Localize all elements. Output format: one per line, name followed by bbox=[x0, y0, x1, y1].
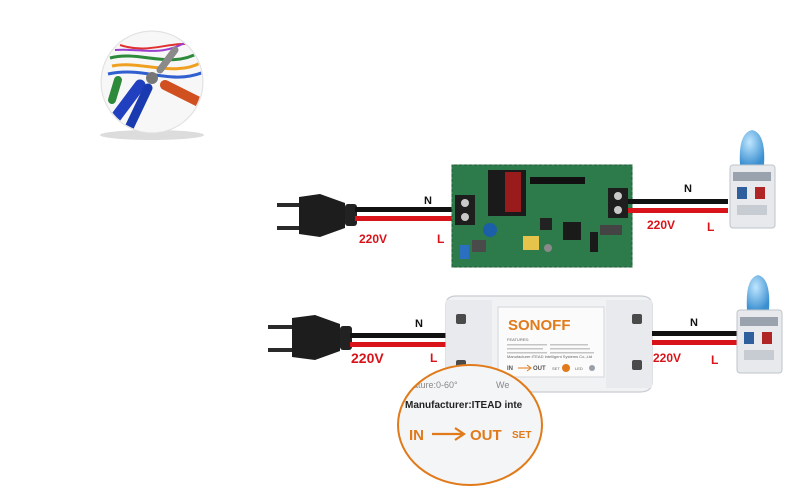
magnified-in-label: IN bbox=[409, 427, 424, 444]
bottom-diagram: N 220V L SONOFF FEATURES: Manufacturer:I… bbox=[268, 275, 783, 393]
live-wire-input bbox=[350, 342, 450, 347]
live-label-output: L bbox=[711, 353, 718, 367]
screw-icon bbox=[456, 314, 466, 324]
power-plug-icon bbox=[277, 194, 357, 237]
magnified-label-callout: erature:0-60° We Manufacturer:ITEAD inte… bbox=[397, 364, 543, 486]
arrow-right-icon bbox=[518, 364, 532, 372]
live-label-input: L bbox=[437, 232, 444, 246]
water-dispenser-icon bbox=[729, 130, 776, 229]
magnified-set-label: SET bbox=[512, 430, 531, 441]
live-wire-input bbox=[355, 216, 460, 221]
tools-image bbox=[100, 30, 204, 140]
voltage-label-input: 220V bbox=[351, 350, 384, 366]
neutral-wire-input bbox=[355, 207, 460, 212]
live-label-input: L bbox=[430, 351, 437, 365]
magnified-manufacturer-text: Manufacturer:ITEAD inte bbox=[405, 400, 523, 411]
voltage-label-output: 220V bbox=[647, 218, 675, 232]
screw-icon bbox=[632, 360, 642, 370]
set-button[interactable] bbox=[562, 364, 570, 372]
led-indicator-icon bbox=[589, 365, 595, 371]
voltage-label-input: 220V bbox=[359, 232, 387, 246]
features-label: FEATURES: bbox=[507, 337, 529, 342]
screw-icon bbox=[632, 314, 642, 324]
neutral-label-input: N bbox=[424, 195, 432, 207]
live-wire-output bbox=[628, 208, 728, 213]
live-label-output: L bbox=[707, 220, 714, 234]
live-wire-output bbox=[652, 340, 737, 345]
magnified-out-label: OUT bbox=[470, 427, 502, 444]
magnified-weight-text: We bbox=[496, 380, 509, 390]
voltage-label-output: 220V bbox=[653, 351, 681, 365]
water-dispenser-icon bbox=[736, 275, 783, 374]
top-diagram: N 220V L bbox=[277, 130, 776, 268]
out-label: OUT bbox=[533, 366, 546, 372]
neutral-label-output: N bbox=[684, 183, 692, 195]
neutral-wire-output bbox=[628, 199, 728, 204]
power-plug-icon bbox=[268, 315, 352, 360]
neutral-label-input: N bbox=[415, 318, 423, 330]
magnified-temperature-text: erature:0-60° bbox=[405, 380, 458, 390]
neutral-label-output: N bbox=[690, 317, 698, 329]
set-label: SET bbox=[552, 366, 560, 371]
manufacturer-line: Manufacturer:ITEAD Intelligent Systems C… bbox=[507, 354, 592, 359]
brand-logo: SONOFF bbox=[508, 317, 571, 334]
led-label: LED bbox=[575, 366, 583, 371]
arrow-right-icon bbox=[432, 427, 466, 441]
neutral-wire-input bbox=[350, 333, 450, 338]
in-label: IN bbox=[507, 366, 513, 372]
relay-pcb-board bbox=[451, 164, 633, 268]
neutral-wire-output bbox=[652, 331, 737, 336]
